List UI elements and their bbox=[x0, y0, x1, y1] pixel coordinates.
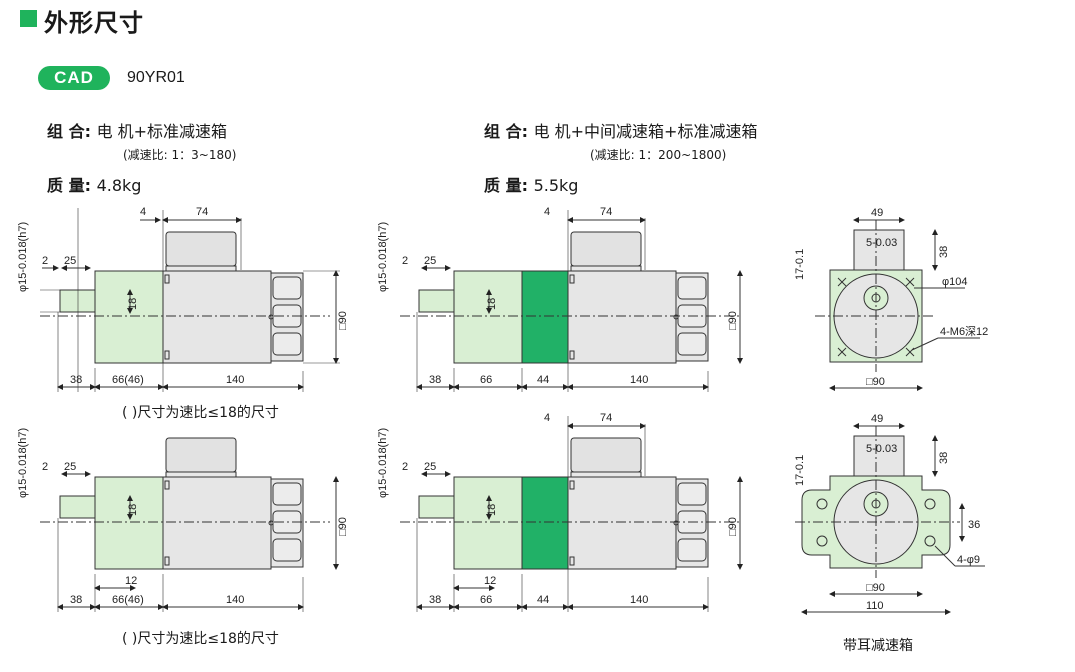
svg-text:18: 18 bbox=[127, 504, 139, 516]
svg-text:38: 38 bbox=[70, 594, 82, 606]
dims-intermediate-top: φ15-0.018(h7) 2 25 4 74 18 □90 38 66 44 … bbox=[377, 206, 739, 386]
svg-text:□90: □90 bbox=[866, 582, 885, 594]
front-view-eared bbox=[795, 423, 985, 615]
svg-text:φ15-0.018(h7): φ15-0.018(h7) bbox=[377, 222, 389, 292]
drawing-intermediate-top bbox=[400, 210, 743, 392]
right-combo: 组 合: 电 机+中间减速箱+标准减速箱 bbox=[484, 122, 758, 141]
svg-text:38: 38 bbox=[429, 594, 441, 606]
svg-text:5-0.03: 5-0.03 bbox=[866, 237, 897, 249]
svg-text:φ15-0.018(h7): φ15-0.018(h7) bbox=[377, 428, 389, 498]
svg-text:4: 4 bbox=[140, 206, 146, 218]
svg-text:66(46): 66(46) bbox=[112, 374, 144, 386]
svg-text:74: 74 bbox=[600, 412, 612, 424]
svg-text:140: 140 bbox=[630, 374, 648, 386]
svg-text:110: 110 bbox=[866, 600, 884, 612]
svg-text:49: 49 bbox=[871, 207, 883, 219]
svg-text:140: 140 bbox=[630, 594, 648, 606]
svg-text:□90: □90 bbox=[866, 376, 885, 388]
dims-standard-bottom: φ15-0.018(h7) 2 25 18 □90 12 38 66(46) 1… bbox=[17, 428, 349, 606]
svg-text:38: 38 bbox=[938, 246, 950, 258]
svg-text:49: 49 bbox=[871, 413, 883, 425]
svg-text:17-0.1: 17-0.1 bbox=[794, 455, 806, 486]
dims-front-eared: 49 5-0.03 38 17-0.1 36 4-φ9 □90 110 bbox=[794, 413, 980, 612]
svg-text:18: 18 bbox=[486, 504, 498, 516]
svg-text:25: 25 bbox=[424, 461, 436, 473]
left-mass: 质 量: 4.8kg bbox=[47, 176, 142, 195]
section-title: 外形尺寸 bbox=[44, 9, 144, 37]
front-view-top bbox=[815, 217, 980, 391]
drawing-standard-top bbox=[40, 208, 340, 392]
left-combo: 组 合: 电 机+标准减速箱 bbox=[47, 122, 228, 141]
svg-text:4: 4 bbox=[544, 206, 550, 218]
svg-text:12: 12 bbox=[484, 575, 496, 587]
section-marker-square bbox=[20, 10, 37, 27]
svg-text:66: 66 bbox=[480, 374, 492, 386]
svg-text:18: 18 bbox=[486, 298, 498, 310]
svg-text:44: 44 bbox=[537, 374, 549, 386]
svg-text:36: 36 bbox=[968, 519, 980, 531]
dims-intermediate-bottom: φ15-0.018(h7) 2 25 4 74 18 □90 12 38 66 … bbox=[377, 412, 739, 606]
cad-badge[interactable]: CAD bbox=[38, 66, 110, 90]
svg-text:44: 44 bbox=[537, 594, 549, 606]
svg-text:66(46): 66(46) bbox=[112, 594, 144, 606]
left-ratio-note: (减速比: 1：3~180) bbox=[123, 148, 237, 162]
svg-text:38: 38 bbox=[938, 452, 950, 464]
svg-text:18: 18 bbox=[127, 298, 139, 310]
svg-text:17-0.1: 17-0.1 bbox=[794, 249, 806, 280]
caption-paren-note-bottom: ( )尺寸为速比≤18的尺寸 bbox=[122, 631, 279, 647]
svg-text:2: 2 bbox=[42, 461, 48, 473]
right-ratio-note: (减速比: 1：200~1800) bbox=[590, 148, 727, 162]
svg-text:4: 4 bbox=[544, 412, 550, 424]
svg-text:38: 38 bbox=[70, 374, 82, 386]
dims-standard-top: φ15-0.018(h7) 2 25 4 74 18 □90 38 66(46)… bbox=[17, 206, 349, 386]
svg-text:4-φ9: 4-φ9 bbox=[957, 554, 980, 566]
drawing-standard-bottom bbox=[40, 437, 339, 612]
right-mass: 质 量: 5.5kg bbox=[484, 176, 579, 195]
svg-text:□90: □90 bbox=[337, 311, 349, 330]
svg-text:4-M6深12: 4-M6深12 bbox=[940, 325, 988, 338]
svg-text:140: 140 bbox=[226, 594, 244, 606]
svg-text:2: 2 bbox=[402, 461, 408, 473]
svg-text:□90: □90 bbox=[727, 517, 739, 536]
svg-text:φ15-0.018(h7): φ15-0.018(h7) bbox=[17, 222, 29, 292]
model-number: 90YR01 bbox=[127, 69, 185, 86]
svg-text:□90: □90 bbox=[727, 311, 739, 330]
dims-front-top: 49 5-0.03 38 17-0.1 φ104 4-M6深12 □90 bbox=[794, 207, 988, 388]
svg-text:38: 38 bbox=[429, 374, 441, 386]
svg-text:66: 66 bbox=[480, 594, 492, 606]
svg-text:25: 25 bbox=[64, 461, 76, 473]
svg-text:74: 74 bbox=[196, 206, 208, 218]
svg-text:12: 12 bbox=[125, 575, 137, 587]
svg-text:φ104: φ104 bbox=[942, 276, 968, 288]
svg-text:5-0.03: 5-0.03 bbox=[866, 443, 897, 455]
svg-text:140: 140 bbox=[226, 374, 244, 386]
svg-text:25: 25 bbox=[64, 255, 76, 267]
caption-eared-gearbox: 带耳减速箱 bbox=[843, 638, 913, 654]
svg-text:φ15-0.018(h7): φ15-0.018(h7) bbox=[17, 428, 29, 498]
svg-text:□90: □90 bbox=[337, 517, 349, 536]
caption-paren-note-top: ( )尺寸为速比≤18的尺寸 bbox=[122, 405, 279, 421]
svg-text:25: 25 bbox=[424, 255, 436, 267]
svg-text:2: 2 bbox=[42, 255, 48, 267]
svg-text:74: 74 bbox=[600, 206, 612, 218]
svg-text:2: 2 bbox=[402, 255, 408, 267]
drawing-intermediate-bottom bbox=[400, 416, 743, 612]
